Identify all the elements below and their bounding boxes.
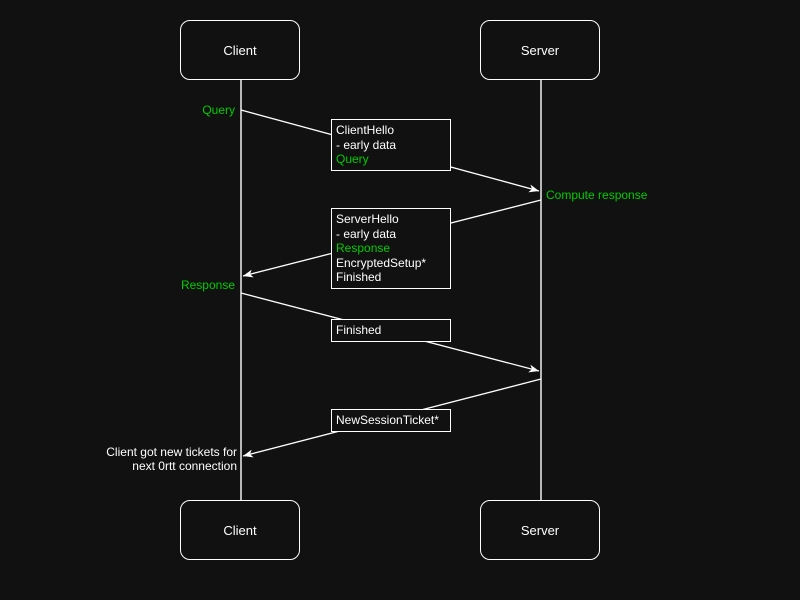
annotation-client-query: Query <box>202 103 235 117</box>
message-line: EncryptedSetup* <box>336 255 427 270</box>
annotation-client-new-tickets: Client got new tickets for next 0rtt con… <box>70 445 237 473</box>
annotation-server-compute-response: Compute response <box>546 188 648 202</box>
participant-client-top-label: Client <box>223 42 257 58</box>
message-line: - early data <box>336 226 397 241</box>
participant-server-bottom[interactable]: Server <box>480 500 600 560</box>
message-line: Finished <box>336 323 382 337</box>
annotation-line-2: next 0rtt connection <box>132 459 237 473</box>
annotation-line-1: Client got new tickets for <box>106 445 237 459</box>
participant-client-bottom[interactable]: Client <box>180 500 300 560</box>
message-line: ServerHello <box>336 212 399 226</box>
participant-server-top-label: Server <box>520 42 560 58</box>
annotation-client-response: Response <box>180 278 235 292</box>
message-box-finished[interactable]: Finished <box>331 319 451 342</box>
participant-client-bottom-label: Client <box>223 522 257 538</box>
message-box-new-session-ticket[interactable]: NewSessionTicket* <box>331 409 451 432</box>
message-line: - early data <box>336 137 397 152</box>
participant-server-top[interactable]: Server <box>480 20 600 80</box>
message-line: NewSessionTicket* <box>336 413 439 427</box>
message-line: Finished <box>336 270 382 285</box>
message-line-accent: Query <box>336 152 369 167</box>
message-line-accent: Response <box>336 241 391 256</box>
participant-server-bottom-label: Server <box>520 522 560 538</box>
participant-client-top[interactable]: Client <box>180 20 300 80</box>
message-box-server-hello[interactable]: ServerHello - early data Response Encryp… <box>331 208 451 289</box>
message-box-client-hello[interactable]: ClientHello - early data Query <box>331 119 451 171</box>
message-line: ClientHello <box>336 123 395 137</box>
